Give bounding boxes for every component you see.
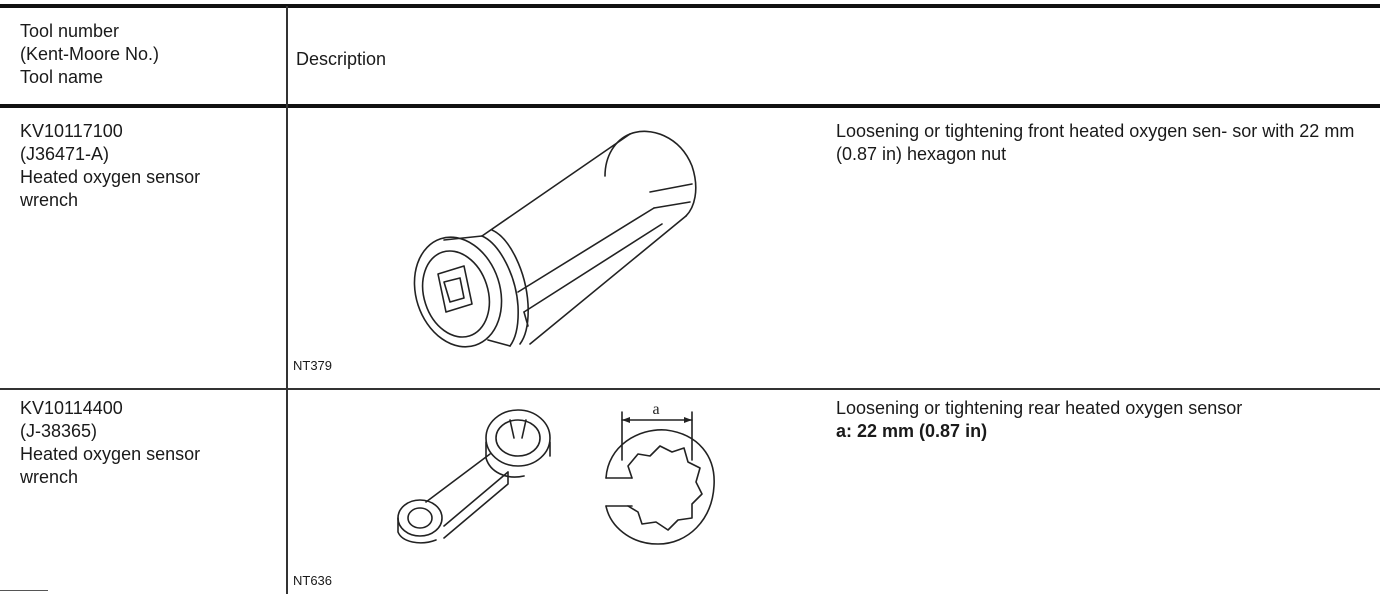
row-2-figure-ref: NT636 bbox=[293, 573, 333, 588]
ring-spanner-illustration bbox=[397, 409, 551, 544]
table-top-rule bbox=[0, 4, 1380, 8]
dimension-a-label: a bbox=[652, 401, 659, 418]
socket-wrench-illustration bbox=[413, 130, 697, 348]
row-2-description: Loosening or tightening rear heated oxyg… bbox=[836, 398, 1243, 418]
row-2-spec: a: 22 mm (0.87 in) bbox=[836, 421, 988, 441]
row-1-description: Loosening or tightening front heated oxy… bbox=[836, 121, 1355, 164]
header-tool-column: Tool number (Kent-Moore No.) Tool name bbox=[20, 21, 160, 87]
table-row-divider bbox=[0, 388, 1380, 390]
row-2-tool-info: KV10114400 (J-38365) Heated oxygen senso… bbox=[20, 398, 201, 487]
wrench-opening-dimension-diagram: a bbox=[605, 401, 715, 545]
table-bottom-stub bbox=[0, 590, 48, 591]
header-description-column: Description bbox=[296, 49, 387, 69]
row-1-figure-ref: NT379 bbox=[293, 358, 333, 373]
table-column-divider bbox=[286, 6, 288, 594]
row-1-tool-info: KV10117100 (J36471-A) Heated oxygen sens… bbox=[20, 121, 201, 210]
table-header-rule bbox=[0, 104, 1380, 108]
